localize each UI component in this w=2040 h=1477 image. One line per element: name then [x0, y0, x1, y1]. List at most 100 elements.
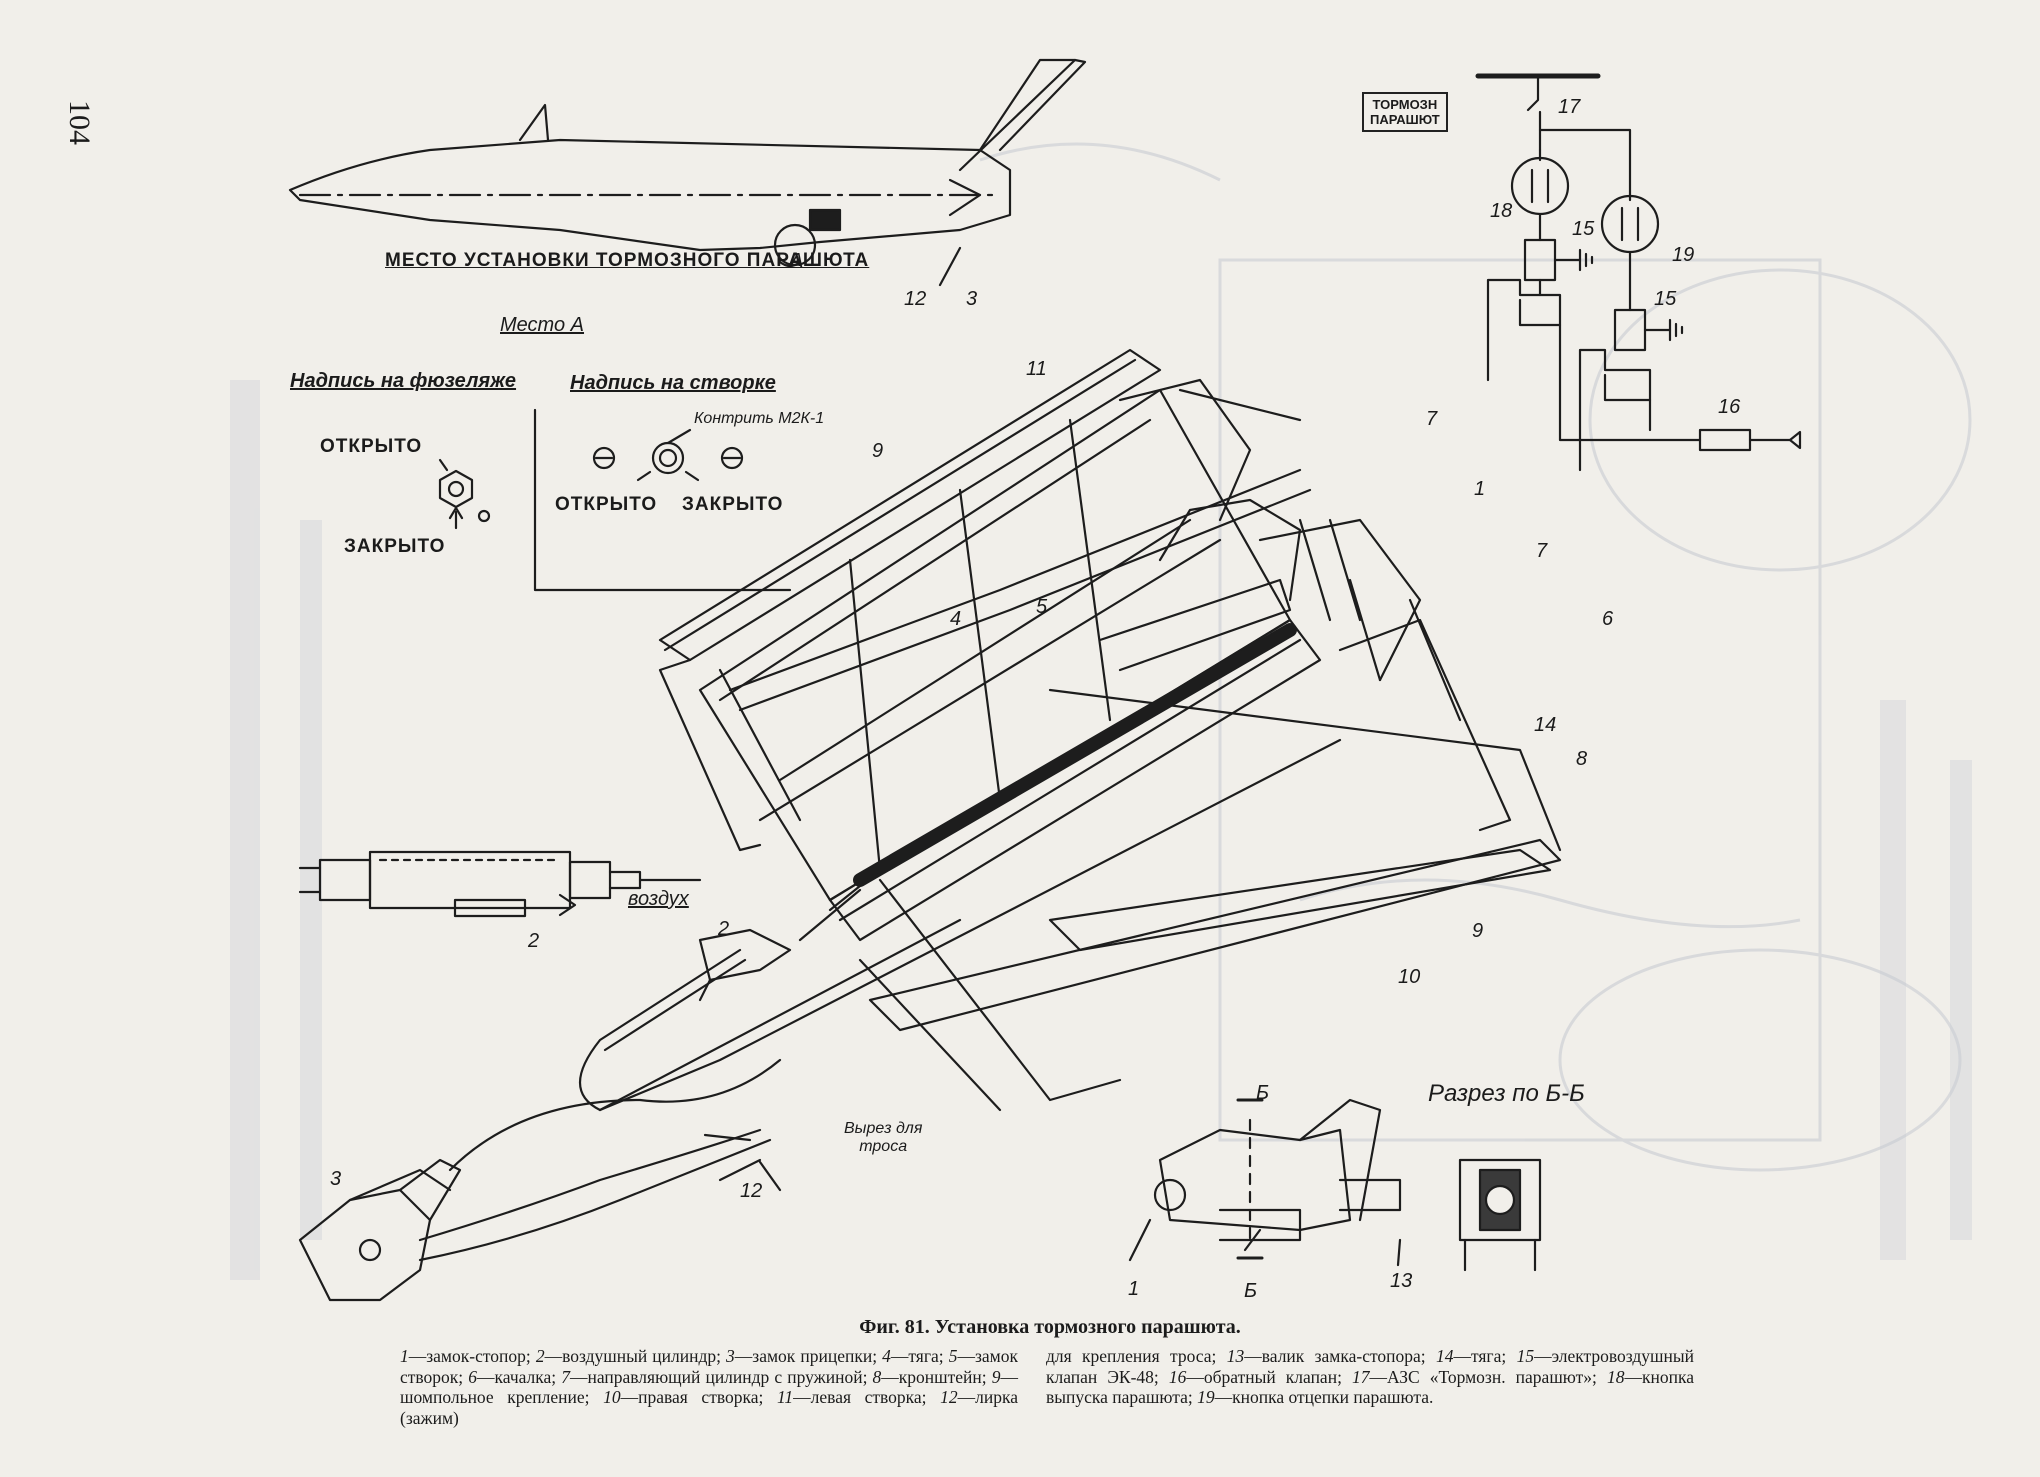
part-4: 4 [950, 608, 962, 630]
legend-number: 2 [535, 1346, 545, 1366]
part-3-upper: 3 [966, 288, 978, 310]
legend-text: —тяга; [1453, 1346, 1517, 1366]
legend-text: —замок прицепки; [734, 1346, 883, 1366]
cable-cutout-line-2: троса [859, 1138, 908, 1155]
legend-right: для крепления троса; 13—валик замка-стоп… [1046, 1346, 1694, 1408]
air-label: воздух [628, 888, 689, 910]
cable-loop [578, 738, 1342, 1112]
figure-caption: Фиг. 81. Установка тормозного парашюта. [859, 1316, 1241, 1338]
part-19: 19 [1672, 244, 1695, 266]
legend-number: 14 [1435, 1346, 1454, 1366]
legend-text: —левая створка; [793, 1387, 941, 1407]
lock-note-label: Контрить М2К-1 [694, 410, 825, 427]
switch-box: ТОРМОЗН ПАРАШЮТ [1362, 92, 1448, 132]
rod-4 [798, 623, 1297, 942]
part-1-lock: 1 [1128, 1278, 1140, 1300]
legend-text: —воздушный цилиндр; [544, 1346, 727, 1366]
part-2-detail: 2 [528, 930, 540, 952]
lock-detail [1153, 1098, 1402, 1260]
part-18: 18 [1490, 200, 1513, 222]
place-a-label: Место А [500, 314, 585, 336]
electrical-schematic [1475, 73, 1802, 472]
legend-number: 3 [726, 1346, 735, 1366]
part-9-a: 9 [872, 440, 884, 462]
part-11: 11 [1026, 358, 1047, 380]
legend-text: —кронштейн; [881, 1366, 992, 1387]
door-closed-label: ЗАКРЫТО [682, 494, 784, 515]
legend-text: —обратный клапан; [1186, 1366, 1353, 1387]
legend-number: 8 [872, 1366, 882, 1387]
legend-text: для крепления троса; [1046, 1346, 1227, 1366]
legend-text: —валик замка-стопора; [1244, 1346, 1436, 1366]
legend-text: —замок-стопор; [408, 1346, 536, 1366]
part-1-a: 1 [1474, 478, 1486, 500]
part-15-a: 15 [1572, 218, 1595, 240]
legend-text: —направляющий цилиндр с пружиной; [569, 1366, 873, 1387]
fuselage-inscription-label: Надпись на фюзеляже [290, 370, 517, 392]
part-5: 5 [1036, 596, 1048, 618]
legend-number: 1 [400, 1346, 409, 1366]
legend-number: 11 [776, 1387, 794, 1407]
part-3-hitch: 3 [330, 1168, 342, 1190]
fuselage-closed-label: ЗАКРЫТО [344, 536, 446, 557]
legend-text: —тяга; [890, 1346, 949, 1366]
section-bb [1458, 1158, 1542, 1272]
hitch-lock [298, 1058, 782, 1302]
legend-text: —электровоздушный клапан ЭК-48; [1046, 1346, 1694, 1387]
part-12-lyre: 12 [740, 1180, 763, 1202]
legend-number: 12 [940, 1387, 958, 1407]
part-17: 17 [1558, 96, 1581, 118]
install-place-label: МЕСТО УСТАНОВКИ ТОРМОЗНОГО ПАРАШЮТА [385, 250, 870, 271]
part-6: 6 [1602, 608, 1614, 630]
legend-text: —кнопка выпуска парашюта; [1046, 1366, 1694, 1408]
fuselage-open-label: ОТКРЫТО [320, 436, 423, 457]
part-7-b: 7 [1536, 540, 1548, 562]
section-mark-top: Б [1256, 1082, 1270, 1104]
legend-number: 7 [561, 1366, 570, 1387]
part-13: 13 [1390, 1270, 1413, 1292]
part-8: 8 [1576, 748, 1588, 770]
legend-number: 15 [1516, 1346, 1535, 1366]
legend-text: —кнопка отцепки парашюта. [1214, 1387, 1434, 1407]
door-assembly [658, 348, 1562, 1112]
legend-text: —лирка (зажим) [400, 1387, 1018, 1428]
part-14: 14 [1534, 714, 1557, 736]
view-mark-a: А [790, 250, 804, 272]
legend-number: 4 [882, 1346, 891, 1366]
legend-number: 9 [991, 1366, 1001, 1387]
legend-text: —правая створка; [620, 1387, 777, 1407]
part-2-main: 2 [718, 918, 730, 940]
door-open-label: ОТКРЫТО [555, 494, 658, 515]
legend-number: 6 [468, 1366, 478, 1387]
legend-number: 10 [603, 1387, 621, 1407]
part-10: 10 [1398, 966, 1421, 988]
legend-number: 19 [1197, 1387, 1215, 1407]
switch-box-line-1: ТОРМОЗН [1372, 97, 1438, 112]
cable-cutout-line-1: Вырез для [844, 1120, 923, 1137]
aircraft-side-view [288, 58, 1087, 268]
part-16: 16 [1718, 396, 1741, 418]
section-mark-bottom: Б [1244, 1280, 1258, 1302]
part-15-b: 15 [1654, 288, 1677, 310]
legend-number: 18 [1606, 1366, 1625, 1387]
legend-text: —замок створок; [400, 1346, 1018, 1387]
legend-text: —шомпольное крепление; [400, 1366, 1018, 1408]
legend-left: 1—замок-стопор; 2—воздушный цилиндр; 3—з… [400, 1346, 1018, 1428]
part-12-upper: 12 [904, 288, 927, 310]
section-bb-title: Разрез по Б-Б [1428, 1080, 1585, 1107]
door-inscription-label: Надпись на створке [570, 372, 776, 394]
switch-box-line-2: ПАРАШЮТ [1370, 112, 1440, 127]
legend-number: 13 [1226, 1346, 1245, 1366]
cable-cutout-label: Вырез для троса [844, 1120, 922, 1156]
legend-text: —качалка; [477, 1366, 562, 1387]
legend-text: —АЗС «Тормозн. парашют»; [1369, 1366, 1607, 1387]
part-9-b: 9 [1472, 920, 1484, 942]
legend-number: 17 [1352, 1366, 1370, 1387]
legend-number: 16 [1168, 1366, 1187, 1387]
part-7-a: 7 [1426, 408, 1438, 430]
air-cylinder-detail [298, 850, 702, 918]
legend-number: 5 [948, 1346, 958, 1366]
